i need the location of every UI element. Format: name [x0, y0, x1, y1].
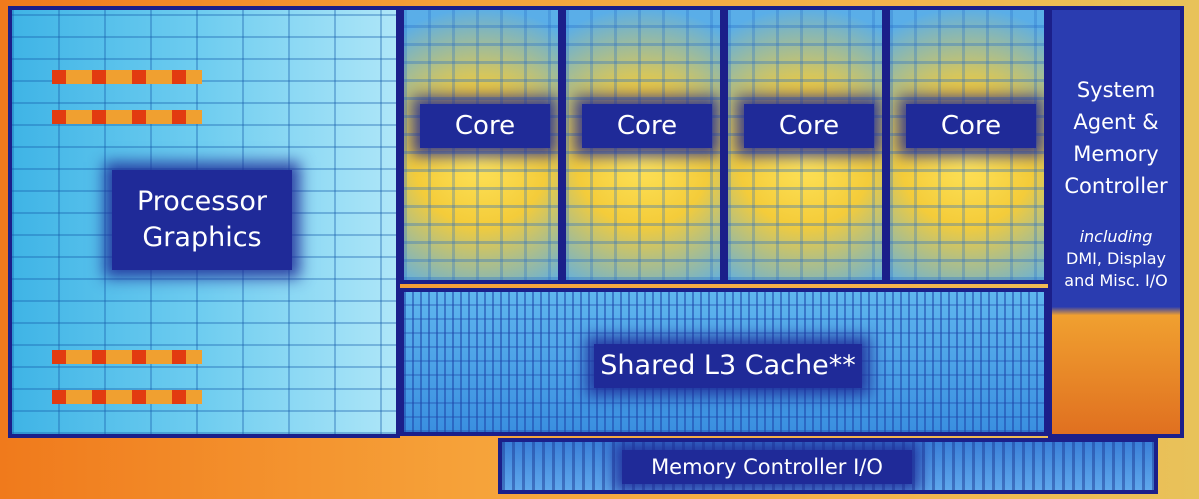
graphics-lane — [52, 390, 202, 404]
processor-graphics-block: Processor Graphics — [8, 6, 400, 438]
system-agent-line-4: Controller — [1064, 174, 1168, 198]
system-agent-sub-line-1: DMI, Display — [1066, 249, 1166, 268]
core-label-3: Core — [744, 104, 874, 148]
system-agent-line-1: System — [1076, 78, 1156, 102]
memory-controller-io-block: Memory Controller I/O — [498, 438, 1158, 494]
graphics-lane — [52, 350, 202, 364]
shared-l3-cache-label: Shared L3 Cache** — [594, 344, 862, 388]
system-agent-line-2: Agent & — [1073, 110, 1159, 134]
processor-graphics-label: Processor Graphics — [112, 170, 292, 270]
core-label-1: Core — [420, 104, 550, 148]
system-agent-sublabel: including DMI, Display and Misc. I/O — [1056, 226, 1176, 292]
system-agent-label: System Agent & Memory Controller includi… — [1056, 74, 1176, 292]
core-block-2: Core — [562, 6, 724, 284]
core-block-3: Core — [724, 6, 886, 284]
system-agent-block: System Agent & Memory Controller includi… — [1048, 6, 1184, 438]
shared-l3-cache-block: Shared L3 Cache** — [400, 288, 1048, 436]
system-agent-including: including — [1079, 227, 1153, 246]
graphics-lane — [52, 70, 202, 84]
graphics-label-line-1: Processor — [136, 186, 268, 217]
core-label-4: Core — [906, 104, 1036, 148]
system-agent-sub-line-2: and Misc. I/O — [1064, 271, 1168, 290]
memory-controller-io-label: Memory Controller I/O — [622, 450, 912, 484]
core-block-4: Core — [886, 6, 1048, 284]
core-label-2: Core — [582, 104, 712, 148]
graphics-label-line-2: Graphics — [142, 222, 262, 253]
system-agent-line-3: Memory — [1073, 142, 1159, 166]
core-block-1: Core — [400, 6, 562, 284]
graphics-lane — [52, 110, 202, 124]
